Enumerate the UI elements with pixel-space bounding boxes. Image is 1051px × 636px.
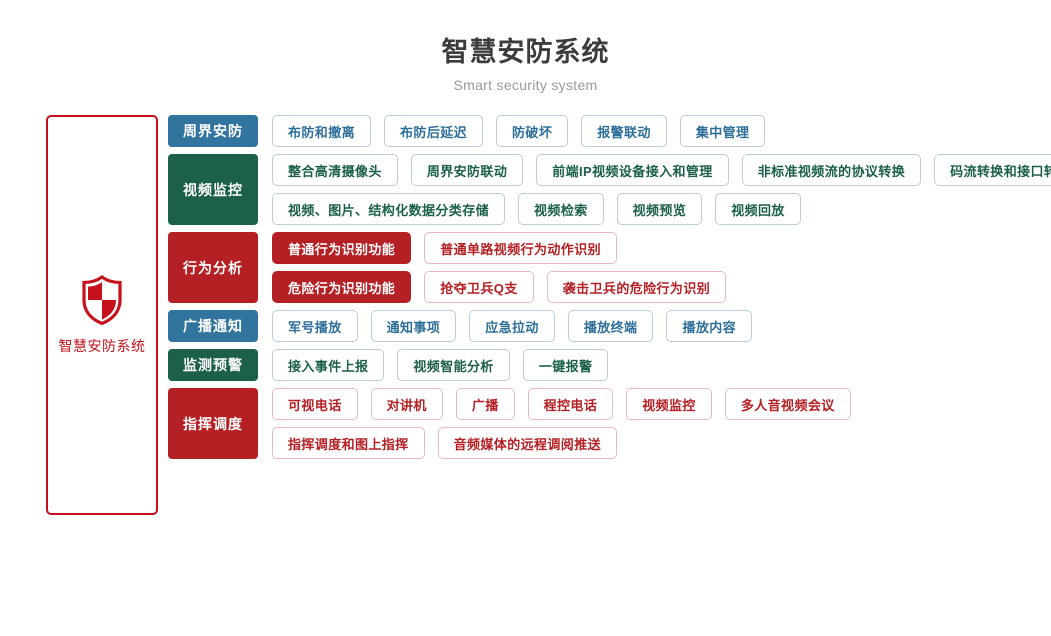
architecture-diagram: 智慧安防系统 周界安防布防和撤离布防后延迟防破坏报警联动集中管理视频监控整合高清… bbox=[0, 115, 1051, 516]
category-label[interactable]: 指挥调度 bbox=[168, 388, 258, 460]
feature-pill[interactable]: 防破坏 bbox=[496, 115, 569, 148]
category-group: 指挥调度可视电话对讲机广播程控电话视频监控多人音视频会议指挥调度和图上指挥音频媒… bbox=[168, 388, 1051, 460]
feature-pill[interactable]: 视频回放 bbox=[715, 193, 801, 226]
feature-pill[interactable]: 整合高清摄像头 bbox=[272, 154, 398, 187]
category-group: 视频监控整合高清摄像头周界安防联动前端IP视频设备接入和管理非标准视频流的协议转… bbox=[168, 154, 1051, 226]
category-label[interactable]: 周界安防 bbox=[168, 115, 258, 148]
category-items: 军号播放通知事项应急拉动播放终端播放内容 bbox=[272, 310, 1051, 343]
category-group: 行为分析普通行为识别功能普通单路视频行为动作识别危险行为识别功能抢夺卫兵Q支袭击… bbox=[168, 232, 1051, 304]
feature-pill[interactable]: 周界安防联动 bbox=[410, 154, 524, 187]
item-row: 整合高清摄像头周界安防联动前端IP视频设备接入和管理非标准视频流的协议转换码流转… bbox=[272, 154, 1051, 187]
feature-pill[interactable]: 可视电话 bbox=[272, 388, 358, 421]
feature-pill[interactable]: 前端IP视频设备接入和管理 bbox=[536, 154, 729, 187]
feature-pill[interactable]: 非标准视频流的协议转换 bbox=[741, 154, 922, 187]
feature-pill[interactable]: 码流转换和接口转换 bbox=[934, 154, 1051, 187]
category-items: 接入事件上报视频智能分析一键报警 bbox=[272, 349, 1051, 382]
item-row: 接入事件上报视频智能分析一键报警 bbox=[272, 349, 1051, 382]
feature-pill[interactable]: 接入事件上报 bbox=[272, 349, 385, 382]
item-row: 视频、图片、结构化数据分类存储视频检索视频预览视频回放 bbox=[272, 193, 1051, 226]
feature-pill[interactable]: 军号播放 bbox=[272, 310, 358, 343]
category-group: 广播通知军号播放通知事项应急拉动播放终端播放内容 bbox=[168, 310, 1051, 343]
feature-pill[interactable]: 播放内容 bbox=[666, 310, 753, 343]
system-root-panel[interactable]: 智慧安防系统 bbox=[46, 115, 158, 516]
feature-pill[interactable]: 报警联动 bbox=[581, 115, 667, 148]
feature-pill[interactable]: 视频检索 bbox=[518, 193, 604, 226]
item-row: 危险行为识别功能抢夺卫兵Q支袭击卫兵的危险行为识别 bbox=[272, 271, 1051, 304]
category-label[interactable]: 监测预警 bbox=[168, 349, 258, 382]
feature-pill[interactable]: 袭击卫兵的危险行为识别 bbox=[546, 271, 727, 304]
feature-pill[interactable]: 对讲机 bbox=[370, 388, 443, 421]
item-row: 军号播放通知事项应急拉动播放终端播放内容 bbox=[272, 310, 1051, 343]
category-items: 普通行为识别功能普通单路视频行为动作识别危险行为识别功能抢夺卫兵Q支袭击卫兵的危… bbox=[272, 232, 1051, 304]
feature-pill[interactable]: 抢夺卫兵Q支 bbox=[424, 271, 534, 304]
page-subtitle: Smart security system bbox=[453, 77, 598, 94]
category-items: 可视电话对讲机广播程控电话视频监控多人音视频会议指挥调度和图上指挥音频媒体的远程… bbox=[272, 388, 1051, 460]
page-header: 智慧安防系统 Smart security system bbox=[0, 0, 1051, 93]
category-label[interactable]: 视频监控 bbox=[168, 154, 258, 226]
item-row: 普通行为识别功能普通单路视频行为动作识别 bbox=[272, 232, 1051, 265]
feature-pill[interactable]: 布防和撤离 bbox=[272, 115, 372, 148]
item-row: 布防和撤离布防后延迟防破坏报警联动集中管理 bbox=[272, 115, 1051, 148]
category-label[interactable]: 广播通知 bbox=[168, 310, 258, 343]
feature-pill[interactable]: 普通单路视频行为动作识别 bbox=[424, 232, 618, 265]
feature-pill[interactable]: 视频监控 bbox=[626, 388, 712, 421]
feature-pill[interactable]: 音频媒体的远程调阅推送 bbox=[437, 427, 618, 460]
feature-pill[interactable]: 视频智能分析 bbox=[397, 349, 510, 382]
feature-pill[interactable]: 普通行为识别功能 bbox=[272, 232, 412, 265]
shield-icon bbox=[82, 275, 122, 326]
feature-pill[interactable]: 多人音视频会议 bbox=[724, 388, 851, 421]
feature-pill[interactable]: 程控电话 bbox=[527, 388, 614, 421]
category-group: 监测预警接入事件上报视频智能分析一键报警 bbox=[168, 349, 1051, 382]
feature-pill[interactable]: 视频预览 bbox=[616, 193, 703, 226]
item-row: 可视电话对讲机广播程控电话视频监控多人音视频会议 bbox=[272, 388, 1051, 421]
category-label[interactable]: 行为分析 bbox=[168, 232, 258, 304]
feature-pill[interactable]: 广播 bbox=[455, 388, 515, 421]
item-row: 指挥调度和图上指挥音频媒体的远程调阅推送 bbox=[272, 427, 1051, 460]
category-items: 布防和撤离布防后延迟防破坏报警联动集中管理 bbox=[272, 115, 1051, 148]
system-root-label: 智慧安防系统 bbox=[58, 338, 146, 355]
feature-pill[interactable]: 应急拉动 bbox=[469, 310, 555, 343]
category-items: 整合高清摄像头周界安防联动前端IP视频设备接入和管理非标准视频流的协议转换码流转… bbox=[272, 154, 1051, 226]
feature-pill[interactable]: 布防后延迟 bbox=[384, 115, 484, 148]
feature-pill[interactable]: 播放终端 bbox=[567, 310, 654, 343]
feature-pill[interactable]: 视频、图片、结构化数据分类存储 bbox=[272, 193, 506, 226]
feature-pill[interactable]: 危险行为识别功能 bbox=[272, 271, 412, 304]
category-list: 周界安防布防和撤离布防后延迟防破坏报警联动集中管理视频监控整合高清摄像头周界安防… bbox=[168, 115, 1051, 466]
feature-pill[interactable]: 集中管理 bbox=[679, 115, 766, 148]
feature-pill[interactable]: 一键报警 bbox=[522, 349, 609, 382]
page-title: 智慧安防系统 bbox=[441, 37, 610, 67]
feature-pill[interactable]: 指挥调度和图上指挥 bbox=[272, 427, 425, 460]
feature-pill[interactable]: 通知事项 bbox=[370, 310, 457, 343]
category-group: 周界安防布防和撤离布防后延迟防破坏报警联动集中管理 bbox=[168, 115, 1051, 148]
